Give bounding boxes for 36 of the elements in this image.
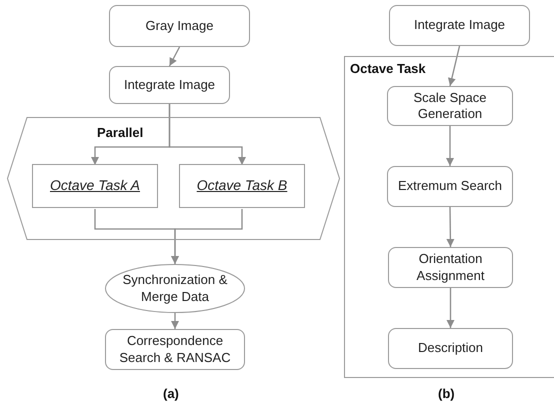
process-ellipse (105, 264, 245, 313)
process-box (387, 166, 513, 207)
task-box (32, 164, 158, 208)
arrow (171, 313, 179, 329)
process-box (389, 5, 530, 46)
group-panel (344, 56, 554, 378)
process-box (388, 328, 513, 369)
process-box (387, 86, 513, 126)
process-box (109, 5, 250, 47)
process-box (105, 329, 245, 370)
box-label: Scale Space Generation (412, 90, 488, 122)
arrow (446, 288, 454, 328)
box-label: Octave Task B (196, 177, 288, 195)
box-label: Extremum Search (398, 178, 502, 195)
box-label: Octave Task A (50, 177, 140, 195)
process-box (388, 247, 513, 288)
panel-label: (a) (163, 386, 179, 401)
box-label: Description (418, 340, 484, 357)
box-label: Correspondence Search & RANSAC (118, 333, 232, 366)
box-label: Integrate Image (414, 17, 506, 34)
group-title: Parallel (97, 125, 144, 142)
box-label: Integrate Image (124, 76, 216, 94)
box-label: Orientation Assignment (416, 251, 486, 284)
parallel-hexagon (7, 117, 340, 240)
arrow (448, 46, 460, 86)
group-title: Octave Task (350, 61, 426, 78)
panel-label: (b) (438, 386, 455, 401)
arrow (171, 209, 243, 264)
box-label: Synchronization & Merge Data (122, 272, 228, 305)
arrow (446, 207, 454, 247)
arrow (168, 104, 246, 165)
task-box (179, 164, 305, 208)
arrow (446, 126, 454, 166)
process-box (109, 66, 230, 104)
box-label: Gray Image (146, 18, 214, 34)
arrow (168, 46, 180, 66)
